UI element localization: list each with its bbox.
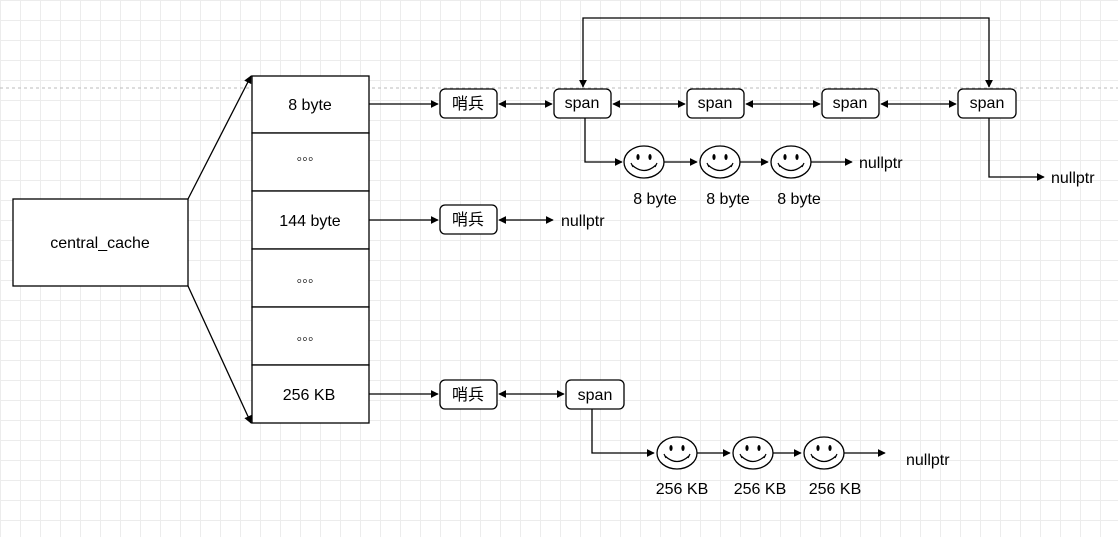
nullptr-label-span-end: nullptr [1051,170,1095,187]
span-node-1-2: span [686,88,745,119]
bucket-array: 8 byte ◦◦◦ 144 byte ◦◦◦ ◦◦◦ 256 KB [251,75,370,424]
sentinel-label-3: 哨兵 [452,385,484,404]
span-label-1-1: span [565,95,600,112]
bucket-label-1: ◦◦◦ [296,151,313,168]
object-label-3-2: 256 KB [734,481,786,498]
span-loop-to-last [579,17,993,88]
sentinel-label-2: 哨兵 [452,210,484,229]
smiley-icon [623,145,665,179]
smiley-icon [732,436,774,470]
span-label-1-2: span [698,95,733,112]
span-label-3-1: span [578,387,613,404]
fan-line-bottom [187,285,252,424]
span-node-3-1: span [565,379,625,410]
bucket-3 [251,248,370,308]
bucket-label-3: ◦◦◦ [296,273,313,290]
span-node-1-4: span [957,88,1017,119]
sentinel-label-1: 哨兵 [452,94,484,113]
object-label-1-2: 8 byte [706,191,750,208]
span-to-objects-3 [591,409,655,457]
object-label-1-3: 8 byte [777,191,821,208]
nullptr-label-objects-3: nullptr [906,452,950,469]
span-label-1-4: span [970,95,1005,112]
span-node-1-1: span [553,88,612,119]
span-label-1-3: span [833,95,868,112]
central-cache-label: central_cache [50,235,150,252]
last-span-to-nullptr [988,118,1045,181]
sentinel-node-2: 哨兵 [439,204,498,235]
bucket-4 [251,306,370,366]
bucket-label-0: 8 byte [288,97,332,114]
bucket-0 [251,75,370,134]
sentinel-node-3: 哨兵 [439,379,498,410]
span-node-1-3: span [821,88,880,119]
nullptr-label-objects-1: nullptr [859,155,903,172]
bucket-label-5: 256 KB [283,387,335,404]
smiley-icon [656,436,698,470]
fan-line-top [187,75,252,200]
object-label-3-1: 256 KB [656,481,708,498]
object-label-1-1: 8 byte [633,191,677,208]
smiley-icon [770,145,812,179]
nullptr-label-row-2: nullptr [561,213,605,230]
bucket-label-2: 144 byte [279,213,340,230]
smiley-icon [699,145,741,179]
central-cache-node: central_cache [12,198,189,287]
bucket-label-4: ◦◦◦ [296,331,313,348]
object-label-3-3: 256 KB [809,481,861,498]
sentinel-node-1: 哨兵 [439,88,498,119]
span-to-objects-1 [584,118,623,166]
smiley-icon [803,436,845,470]
